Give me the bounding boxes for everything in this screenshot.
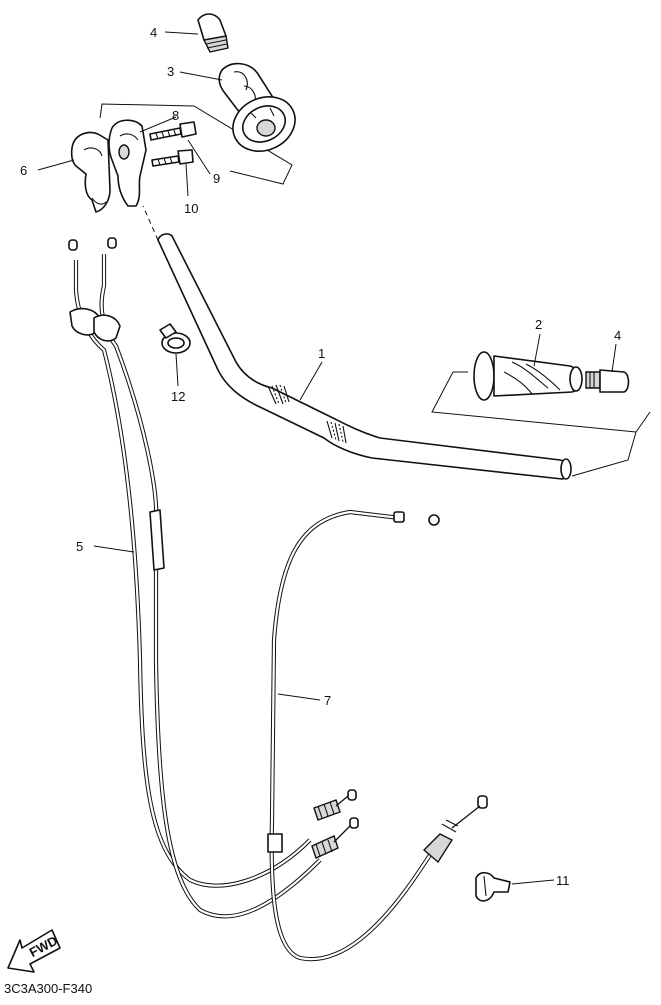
leader-lines: [37, 31, 617, 885]
handlebar: [157, 233, 572, 480]
callout-7: 8: [172, 108, 179, 123]
forward-arrow: FWD: [7, 929, 61, 973]
clutch-adjuster: [422, 795, 488, 864]
callout-8: 9: [213, 171, 220, 186]
callout-9: 10: [184, 201, 198, 216]
cable-adjuster-lower: [311, 817, 359, 859]
callout-4-right: 4: [614, 328, 621, 343]
callouts: 4 3 8 6 9 10 1 2 4 12 5 7 11: [20, 25, 621, 888]
callout-3: 3: [167, 64, 174, 79]
screw-upper: [149, 121, 197, 141]
callout-10: 7: [324, 693, 331, 708]
cable-adjuster-upper: [313, 789, 357, 821]
callout-6: 6: [20, 163, 27, 178]
clutch-cable: [267, 509, 488, 962]
callout-11: 11: [556, 873, 570, 888]
bar-end-weight-top: [197, 13, 229, 53]
throttle-housing-lower: [70, 131, 111, 213]
hose-clamp: [159, 323, 191, 354]
screw-lower: [151, 149, 194, 167]
knurl-right: [326, 420, 347, 444]
grip-group-outline-right: [431, 371, 651, 433]
callout-12: 12: [171, 389, 185, 404]
grip-group-outline-right-2: [453, 371, 637, 477]
guide-line-holder: [142, 205, 159, 241]
left-grip: [473, 351, 583, 401]
cable-clip: [475, 871, 511, 902]
throttle-cables: [68, 237, 359, 919]
callout-1: 1: [318, 346, 325, 361]
bar-end-weight-right: [585, 369, 630, 393]
callout-2: 2: [535, 317, 542, 332]
drawing-code: 3C3A300-F340: [4, 981, 93, 996]
throttle-grip: [218, 62, 296, 152]
callout-4-top: 4: [150, 25, 157, 40]
callout-5: 5: [76, 539, 83, 554]
knurl-left: [267, 384, 290, 405]
throttle-housing-upper: [108, 119, 147, 207]
